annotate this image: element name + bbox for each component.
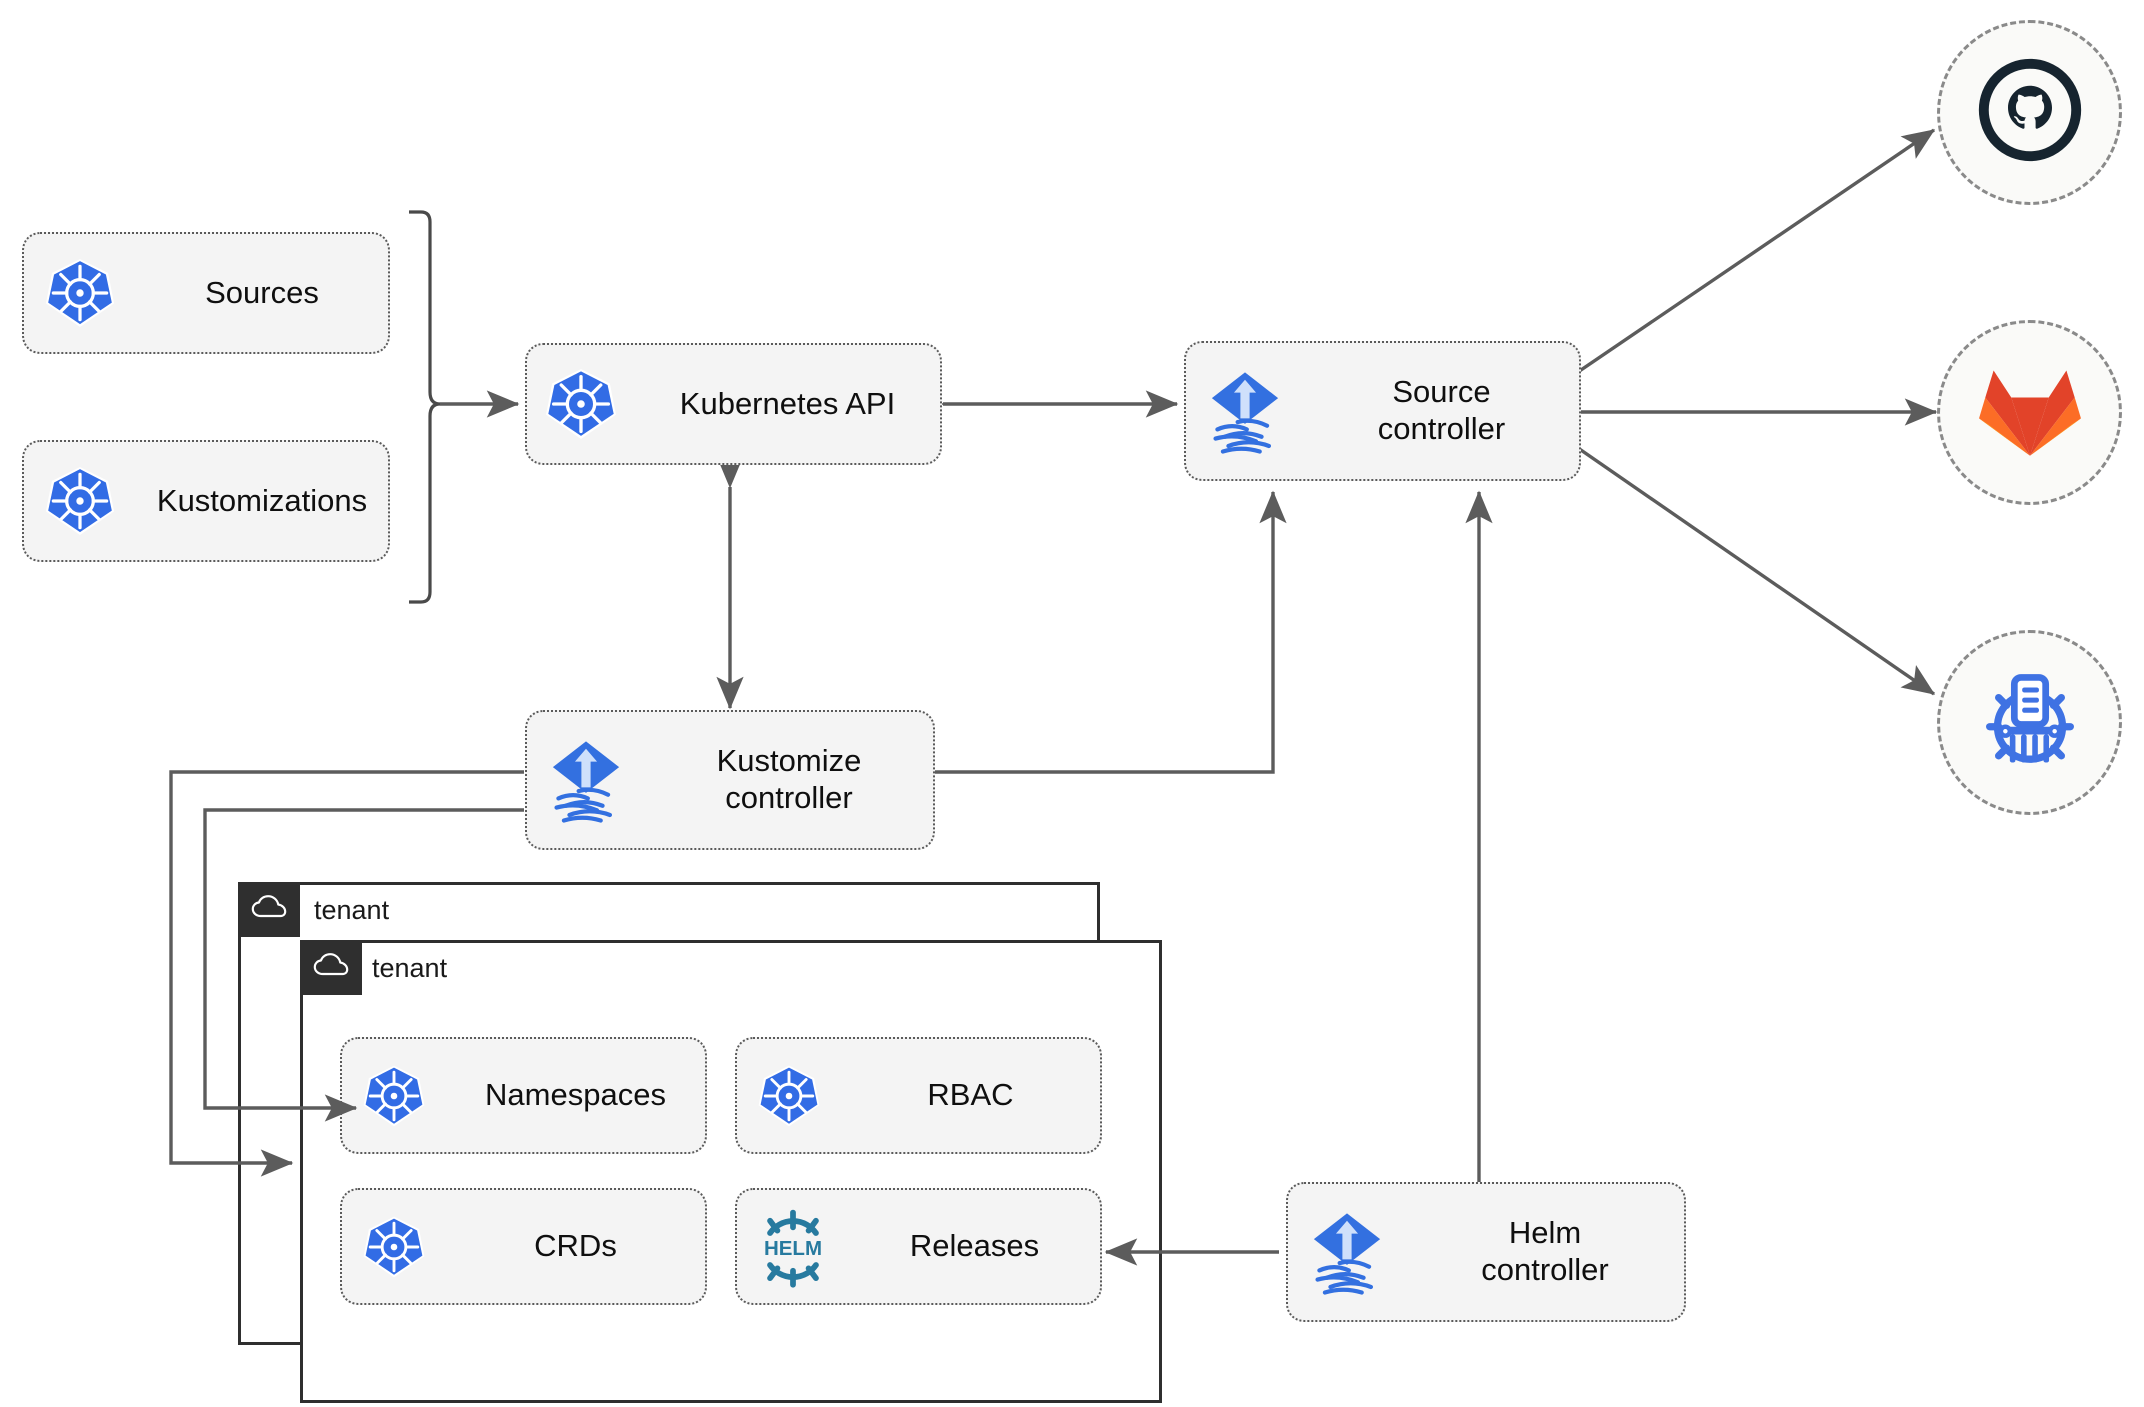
node-source-controller-label: Source controller bbox=[1377, 374, 1506, 446]
flux-icon bbox=[1186, 365, 1304, 457]
provider-gitlab[interactable] bbox=[1937, 320, 2122, 505]
sources-group-bracket bbox=[409, 210, 441, 604]
node-kustomizations[interactable]: Kustomizations bbox=[22, 440, 390, 562]
node-kustomize-controller-label: Kustomize controller bbox=[716, 743, 862, 815]
node-kustomize-controller[interactable]: Kustomize controller bbox=[525, 710, 935, 850]
kubernetes-icon bbox=[342, 1063, 446, 1129]
node-helm-controller[interactable]: Helm controller bbox=[1286, 1182, 1686, 1322]
kubernetes-icon bbox=[527, 366, 635, 442]
github-icon bbox=[1975, 55, 2085, 170]
kubernetes-icon bbox=[737, 1063, 841, 1129]
node-releases[interactable]: HELM Releases bbox=[735, 1188, 1102, 1305]
kubernetes-icon bbox=[342, 1214, 446, 1280]
flux-icon bbox=[527, 734, 645, 826]
node-source-controller[interactable]: Source controller bbox=[1184, 341, 1581, 481]
tenant-inner-label: tenant bbox=[372, 953, 448, 983]
helm-icon: HELM bbox=[737, 1206, 849, 1288]
kubernetes-icon bbox=[24, 256, 136, 330]
node-kubernetes-api-label: Kubernetes API bbox=[679, 385, 896, 421]
flux-icon bbox=[1288, 1206, 1406, 1298]
node-namespaces-label: Namespaces bbox=[485, 1077, 666, 1113]
cloud-icon bbox=[251, 894, 287, 925]
edge-source-controller-to-github bbox=[1577, 128, 1936, 374]
cloud-icon bbox=[313, 952, 349, 983]
node-crds[interactable]: CRDs bbox=[340, 1188, 707, 1305]
tenant-inner-container[interactable] bbox=[300, 940, 1162, 1403]
tenant-outer-tab bbox=[238, 882, 300, 937]
node-rbac-label: RBAC bbox=[927, 1077, 1014, 1113]
gitlab-icon bbox=[1978, 360, 2082, 465]
svg-text:HELM: HELM bbox=[764, 1237, 822, 1260]
node-sources-label: Sources bbox=[205, 274, 319, 310]
node-sources[interactable]: Sources bbox=[22, 232, 390, 354]
node-helm-controller-label: Helm controller bbox=[1481, 1215, 1609, 1287]
node-rbac[interactable]: RBAC bbox=[735, 1037, 1102, 1154]
provider-github[interactable] bbox=[1937, 20, 2122, 205]
kubernetes-icon bbox=[24, 464, 136, 538]
node-kubernetes-api[interactable]: Kubernetes API bbox=[525, 343, 942, 465]
node-namespaces[interactable]: Namespaces bbox=[340, 1037, 707, 1154]
node-releases-label: Releases bbox=[909, 1228, 1040, 1264]
node-kustomizations-label: Kustomizations bbox=[156, 482, 368, 518]
provider-helm-registry[interactable] bbox=[1937, 630, 2122, 815]
edge-source-controller-to-helm-registry bbox=[1577, 446, 1936, 696]
tenant-inner-tab bbox=[300, 940, 362, 995]
tenant-outer-label: tenant bbox=[314, 895, 390, 925]
helm-repository-icon bbox=[1974, 664, 2086, 781]
node-crds-label: CRDs bbox=[534, 1228, 617, 1264]
edge-kustomize-to-source-controller bbox=[935, 490, 1287, 774]
